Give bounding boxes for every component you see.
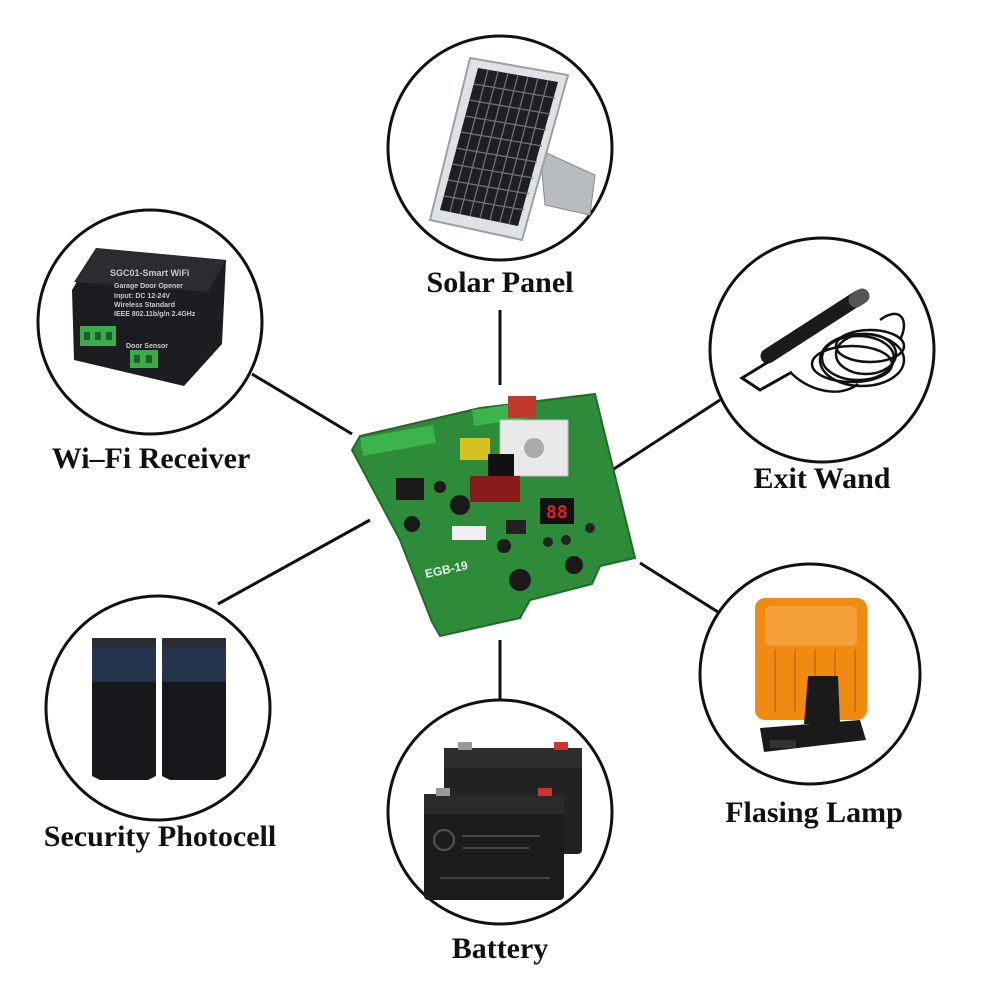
- label-security-photocell: Security Photocell: [43, 820, 277, 853]
- label-solar-panel: Solar Panel: [426, 266, 574, 299]
- battery-icon: [386, 698, 614, 926]
- label-flashing-lamp: Flasing Lamp: [725, 796, 903, 829]
- wifi-device-line4: Wireless Standard: [114, 302, 175, 309]
- line-exit-wand: [599, 398, 721, 480]
- label-wifi-receiver: Wi–Fi Receiver: [51, 442, 251, 475]
- wifi-receiver-icon: SGC01-Smart WiFi Garage Door Opener Inpu…: [36, 208, 264, 436]
- line-flashing-lamp: [639, 561, 719, 614]
- photocell-icon: [44, 594, 272, 822]
- exit-wand-icon: [708, 236, 936, 464]
- solar-panel-icon: [386, 34, 614, 262]
- wifi-device-port-label: Door Sensor: [126, 343, 168, 350]
- wifi-device-line1: SGC01-Smart WiFi: [110, 268, 189, 278]
- wifi-device-line3: Input: DC 12-24V: [114, 293, 170, 300]
- control-board: 88 EGB-19: [350, 392, 637, 638]
- wifi-device-line5: IEEE 802.11b/g/n 2.4GHz: [114, 311, 196, 318]
- connector-lines: [217, 310, 721, 705]
- wifi-device-line2: Garage Door Opener: [114, 283, 183, 290]
- label-battery: Battery: [451, 932, 549, 965]
- board-segment-display: 88: [546, 502, 568, 523]
- flashing-lamp-icon: [698, 562, 922, 786]
- line-photocell: [217, 518, 371, 606]
- label-exit-wand: Exit Wand: [753, 462, 891, 495]
- line-wifi: [251, 372, 353, 436]
